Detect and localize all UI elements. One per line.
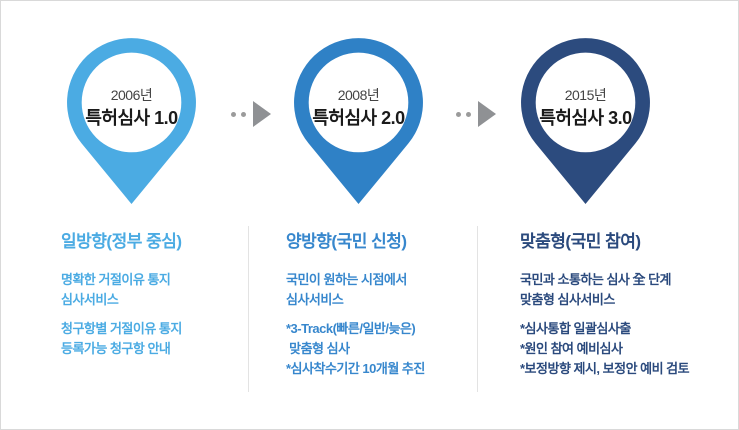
stage-line: *3-Track(빠른/일반/늦은) — [286, 321, 416, 336]
stage-line: 맞춤형 심사 — [286, 341, 350, 356]
stage-column-2015: 맞춤형(국민 참여) 국민과 소통하는 심사 全 단계 맞춤형 심사서비스 *심… — [520, 230, 735, 379]
arrow-dot — [231, 111, 236, 117]
pin-label: 2015년 특허심사 3.0 — [517, 85, 654, 130]
stage-line: 맞춤형 심사서비스 — [520, 292, 615, 307]
arrow-triangle — [253, 101, 271, 127]
stage-line: *보정방향 제시, 보정안 예비 검토 — [520, 361, 690, 376]
milestone-pin-2008: 2008년 특허심사 2.0 — [290, 38, 427, 206]
pin-year: 2015년 — [564, 87, 607, 103]
milestone-pin-2006: 2006년 특허심사 1.0 — [63, 38, 200, 206]
map-pin-icon — [294, 38, 423, 205]
arrow-dot — [466, 111, 471, 117]
pin-title: 특허심사 2.0 — [312, 108, 405, 128]
map-pin-icon — [521, 38, 650, 205]
stage-line: 국민과 소통하는 심사 全 단계 — [520, 272, 672, 287]
stage-line: *심사통합 일괄심사출 — [520, 321, 631, 336]
column-divider — [477, 226, 478, 392]
arrow-dot — [241, 111, 246, 117]
pin-title: 특허심사 3.0 — [539, 108, 632, 128]
pin-label: 2008년 특허심사 2.0 — [290, 85, 427, 130]
stage-paragraph: *심사통합 일괄심사출 *원인 참여 예비심사 *보정방향 제시, 보정안 예비… — [520, 319, 735, 379]
stage-line: 청구항별 거절이유 통지 — [61, 321, 182, 336]
stage-line: 등록가능 청구항 안내 — [61, 341, 171, 356]
stage-heading: 맞춤형(국민 참여) — [520, 232, 641, 251]
stage-line: 국민이 원하는 시점에서 — [286, 272, 407, 287]
stage-line: 명확한 거절이유 통지 — [61, 272, 171, 287]
stage-line: 심사서비스 — [286, 292, 344, 307]
stage-heading: 양방향(국민 신청) — [286, 232, 407, 251]
column-divider — [248, 226, 249, 392]
milestone-pin-2015: 2015년 특허심사 3.0 — [517, 38, 654, 206]
pin-label: 2006년 특허심사 1.0 — [63, 85, 200, 130]
progress-arrow-icon — [456, 101, 496, 127]
pin-year: 2006년 — [110, 87, 153, 103]
stage-paragraph: 청구항별 거절이유 통지 등록가능 청구항 안내 — [61, 319, 241, 359]
map-pin-icon — [67, 38, 196, 205]
pin-title: 특허심사 1.0 — [85, 108, 178, 128]
stage-line: 심사서비스 — [61, 292, 119, 307]
stage-heading: 일방향(정부 중심) — [61, 232, 182, 251]
progress-arrow-icon — [231, 101, 271, 127]
stage-line: *원인 참여 예비심사 — [520, 341, 623, 356]
arrow-dot — [456, 111, 461, 117]
stage-line: *심사착수기간 10개월 추진 — [286, 361, 425, 376]
stage-column-2006: 일방향(정부 중심) 명확한 거절이유 통지 심사서비스 청구항별 거절이유 통… — [61, 230, 241, 359]
stage-paragraph: 명확한 거절이유 통지 심사서비스 — [61, 270, 241, 310]
stage-column-2008: 양방향(국민 신청) 국민이 원하는 시점에서 심사서비스 *3-Track(빠… — [286, 230, 471, 379]
stage-paragraph: *3-Track(빠른/일반/늦은) 맞춤형 심사 *심사착수기간 10개월 추… — [286, 319, 471, 379]
arrow-triangle — [478, 101, 496, 127]
stage-paragraph: 국민과 소통하는 심사 全 단계 맞춤형 심사서비스 — [520, 270, 735, 310]
pin-year: 2008년 — [337, 87, 380, 103]
stage-paragraph: 국민이 원하는 시점에서 심사서비스 — [286, 270, 471, 310]
